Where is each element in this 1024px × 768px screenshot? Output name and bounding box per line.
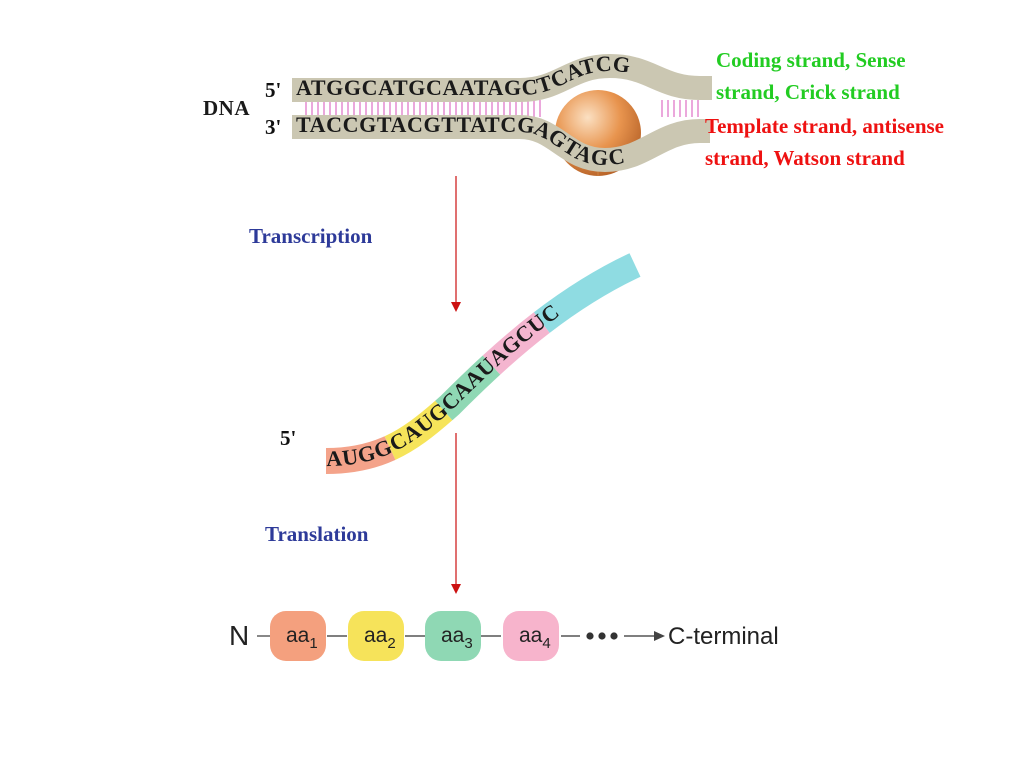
c-terminal-label: C-terminal	[668, 623, 779, 650]
amino-acid-4	[503, 611, 559, 661]
mrna-segment	[325, 253, 641, 474]
amino-acid-3	[425, 611, 481, 661]
translation-arrow	[451, 433, 461, 594]
amino-acid-label-3: aa3	[441, 624, 473, 652]
polypeptide-chain: N C-terminal aa1 aa2 aa3 aa4	[229, 611, 779, 661]
coding-annotation-line1: Coding strand, Sense	[716, 48, 906, 72]
amino-acid-label-4: aa4	[519, 624, 551, 652]
mrna-5-prime-label: 5'	[280, 426, 297, 450]
n-terminal-label: N	[229, 620, 249, 651]
template-annotation-line2: strand, Watson strand	[705, 146, 905, 170]
translation-label: Translation	[265, 522, 369, 546]
template-strand-annotation: Template strand, antisense strand, Watso…	[705, 110, 944, 174]
coding-strand	[292, 53, 712, 102]
mrna-segment	[325, 253, 641, 474]
coding-5-prime-label: 5'	[265, 78, 281, 102]
mrna-segment	[325, 253, 641, 474]
mrna-sequence: AUGGCAUGCAAUAGCUC	[326, 298, 564, 471]
amino-acid-2	[348, 611, 404, 661]
transcription-arrow	[451, 176, 461, 312]
coding-annotation-line2: strand, Crick strand	[716, 80, 900, 104]
coding-sequence: ATGGCATGCAATAGCTCATCG	[296, 51, 632, 101]
amino-acid-1	[270, 611, 326, 661]
amino-acid-label-1: aa1	[286, 624, 318, 652]
template-strand	[292, 115, 710, 173]
base-pair-rungs	[305, 100, 699, 117]
transcription-label: Transcription	[249, 224, 373, 248]
ellipsis-dots	[586, 632, 618, 640]
amino-acid-label-2: aa2	[364, 624, 396, 652]
template-3-prime-label: 3'	[265, 115, 281, 139]
dna-label: DNA	[203, 96, 250, 120]
mrna-strand	[325, 253, 641, 474]
coding-strand-annotation: Coding strand, Sense strand, Crick stran…	[716, 44, 906, 108]
template-annotation-line1: Template strand, antisense	[705, 114, 944, 138]
